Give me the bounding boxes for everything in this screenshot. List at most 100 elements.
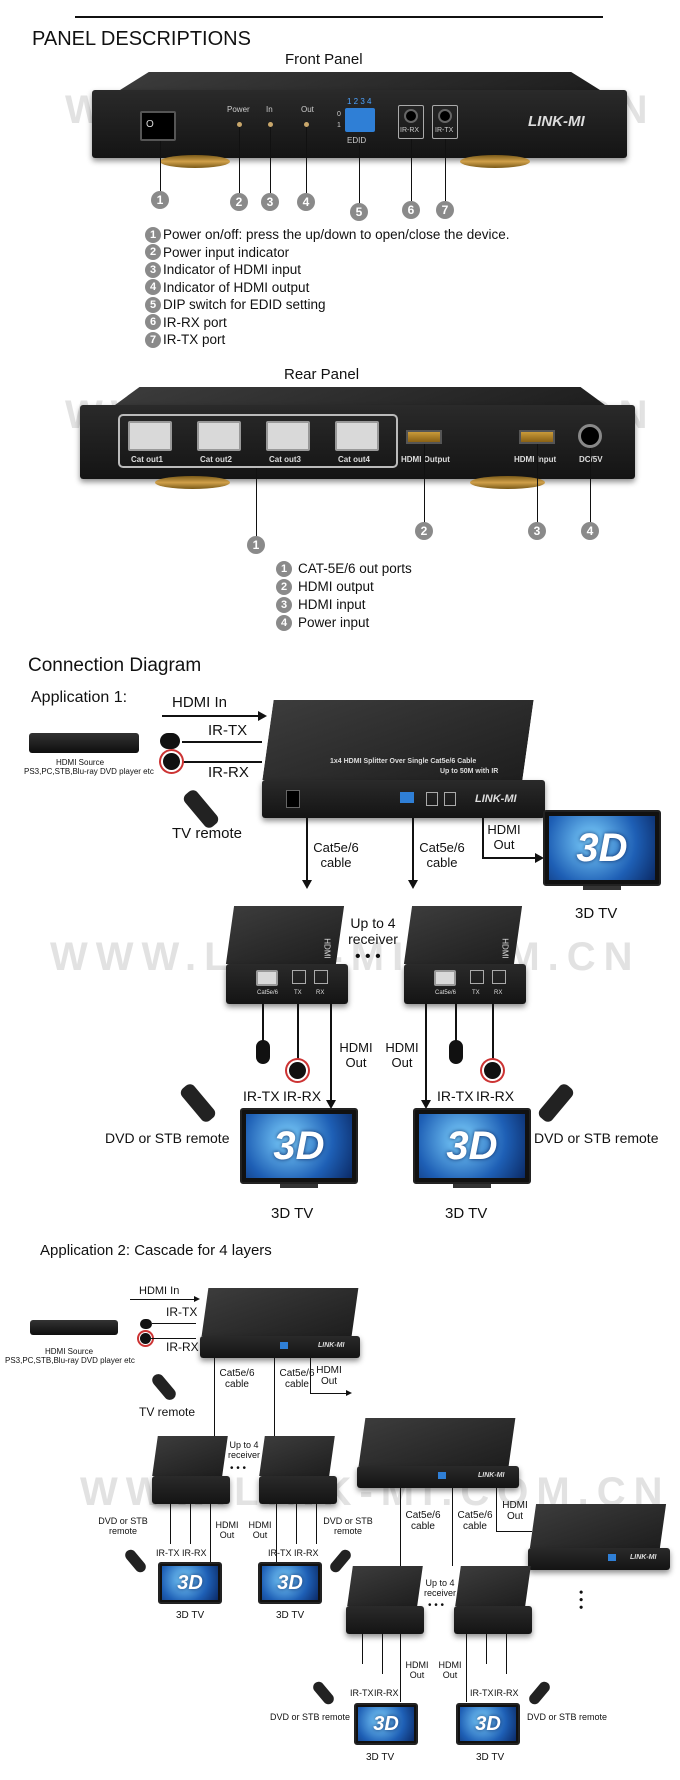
tx-port[interactable]	[292, 970, 306, 984]
hdmi-input-port[interactable]	[519, 430, 555, 444]
cat-out3-port[interactable]	[266, 421, 310, 451]
dc-power-jack[interactable]	[578, 424, 602, 448]
cable-line	[170, 1504, 171, 1544]
cable-line	[486, 1634, 487, 1664]
receiver-front	[346, 1606, 424, 1634]
power-switch[interactable]	[286, 790, 300, 808]
remote-label: DVD or STB remote	[527, 1712, 608, 1722]
arrow-head	[535, 853, 544, 863]
ir-emitter-icon	[160, 733, 180, 749]
callout-number: 1	[151, 191, 169, 209]
power-led-label: Power	[227, 105, 250, 114]
out-led-label: Out	[301, 105, 314, 114]
hdmi-out-line	[496, 1531, 532, 1532]
tv-label: 3D TV	[271, 1205, 314, 1222]
ellipsis-vertical: • • •	[574, 1590, 588, 1610]
ir-rx-port[interactable]	[426, 792, 438, 806]
cat-port-label: Cat5e/6	[435, 990, 457, 996]
dvd-remote-icon	[536, 1081, 576, 1125]
tv-remote-label: TV remote	[139, 1405, 196, 1419]
cat-port-group	[118, 414, 398, 468]
hdmi-out-label: HDMI Out	[339, 1040, 373, 1070]
receiver-device	[152, 1436, 228, 1476]
ir-rx-port[interactable]	[398, 105, 424, 139]
hdmi-output-port[interactable]	[406, 430, 442, 444]
cat-out4-label: Cat out4	[338, 455, 370, 464]
ir-tx-port[interactable]	[444, 792, 456, 806]
source-label: HDMI Source	[45, 1347, 94, 1356]
arrow-head	[421, 1100, 431, 1109]
dip-switch[interactable]	[345, 108, 375, 132]
rx-label: RX	[494, 990, 503, 996]
page-title: PANEL DESCRIPTIONS	[32, 28, 251, 50]
hdmi-out-label: HDMI Out	[215, 1520, 239, 1540]
tv-remote-icon	[149, 1371, 179, 1403]
cat-out1-label: Cat out1	[131, 455, 163, 464]
arrow-head	[408, 880, 418, 889]
tx-port[interactable]	[470, 970, 484, 984]
ir-rx-label: IR-RX	[400, 127, 420, 134]
brand-logo: LINK-MI	[630, 1554, 657, 1561]
connection-title: Connection Diagram	[28, 655, 202, 676]
dip-switch	[438, 1472, 446, 1479]
cable-line	[274, 1358, 275, 1436]
hdmi-out-label: HDMI Out	[405, 1660, 429, 1680]
tv-stand	[583, 886, 621, 890]
cat-out1-port[interactable]	[128, 421, 172, 451]
cable-line	[190, 1504, 191, 1544]
brand-logo: LINK-MI	[318, 1342, 345, 1349]
callout-number: 3	[261, 193, 279, 211]
ir-tx-line	[182, 741, 262, 743]
ir-tx-label: IR-TX	[350, 1688, 374, 1698]
ir-tx-cable	[262, 1004, 264, 1042]
tv-screen: 3D	[419, 1114, 525, 1178]
callout-number: 2	[230, 193, 248, 211]
ir-receiver-icon	[484, 1062, 501, 1079]
up-to-receiver-label: Up to 4 receiver	[423, 1578, 456, 1598]
tv-label: 3D TV	[176, 1610, 205, 1621]
receiver-device	[259, 1436, 335, 1476]
cat-out2-port[interactable]	[197, 421, 241, 451]
rx-port[interactable]	[492, 970, 506, 984]
cat-port[interactable]	[434, 970, 456, 986]
ir-rx-label: IR-RX	[182, 1548, 207, 1558]
callout-line	[306, 127, 307, 193]
ir-tx-port[interactable]	[432, 105, 458, 139]
ir-rx-label: IR-RX	[208, 764, 249, 781]
callout-number: 5	[350, 203, 368, 221]
ir-receiver-icon	[140, 1333, 151, 1344]
tv-screen: 3D	[262, 1566, 318, 1600]
dvd-remote-icon	[526, 1679, 553, 1707]
callout-line	[160, 141, 161, 193]
rubber-foot	[155, 476, 230, 489]
ir-tx-label: IR-TX	[435, 127, 454, 134]
hdmi-in-arrow	[162, 715, 262, 717]
tv-3d: 3D	[456, 1703, 520, 1745]
splitter-title: 1x4 HDMI Splitter Over Single Cat5e/6 Ca…	[330, 758, 477, 765]
hdmi-out-line	[330, 1004, 332, 1102]
cat-port[interactable]	[256, 970, 278, 986]
ir-tx-label: IR-TX	[268, 1548, 292, 1558]
tv-stand	[280, 1184, 318, 1188]
app1-title: Application 1:	[31, 689, 128, 706]
ir-tx-label: IR-TX	[208, 722, 248, 739]
cat-out4-port[interactable]	[335, 421, 379, 451]
power-switch[interactable]: O	[140, 111, 176, 141]
cable-label: Cat5e/6 cable	[219, 1368, 255, 1390]
receiver-device	[455, 1566, 531, 1606]
dip-switch[interactable]	[400, 792, 414, 803]
hdmi-out-line	[482, 818, 484, 858]
dvd-remote-icon	[310, 1679, 337, 1707]
rx-port[interactable]	[314, 970, 328, 984]
tv-stand	[453, 1184, 491, 1188]
tv-remote-label: TV remote	[172, 825, 243, 842]
ir-tx-cable	[455, 1004, 457, 1042]
tv-label: 3D TV	[276, 1610, 305, 1621]
cable-line	[362, 1634, 363, 1664]
